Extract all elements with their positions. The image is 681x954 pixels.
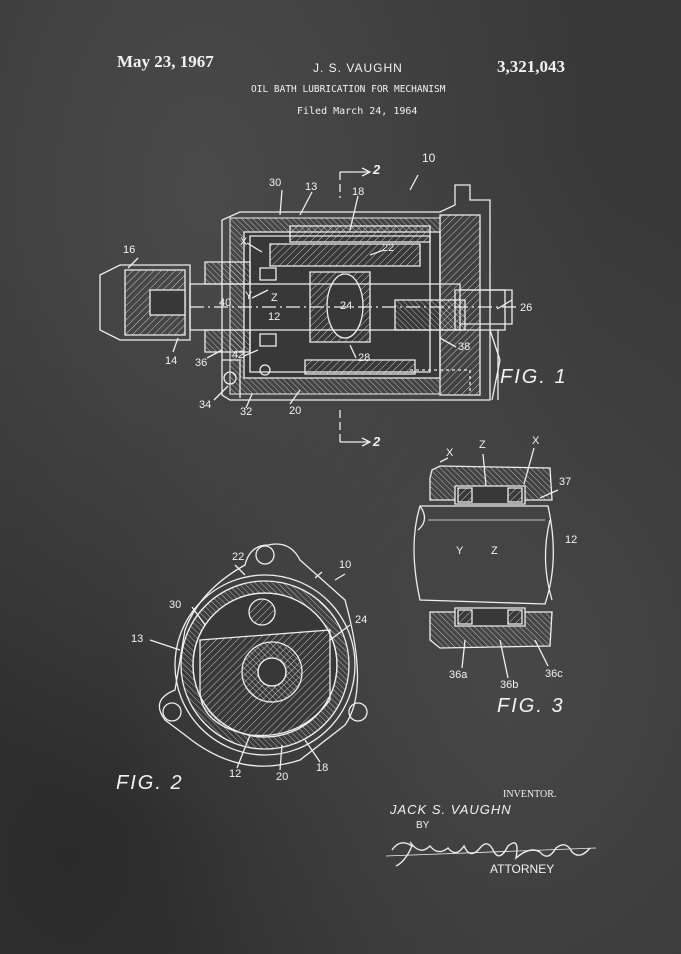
fig3-caption: FIG. 3 [497,695,565,717]
filed-date: Filed March 24, 1964 [297,106,418,117]
fig2-drawing [150,544,367,770]
fig1-ref-22: 22 [382,242,395,254]
fig1-ref-y: Y [245,290,253,302]
fig1-drawing [100,168,520,446]
fig2-ref-13: 13 [131,633,144,645]
fig1-ref-16: 16 [123,244,136,256]
fig1-ref-12: 12 [268,311,281,323]
fig1-ref-26: 26 [520,302,533,314]
by-label: BY [416,820,430,831]
fig2-ref-10: 10 [339,559,352,571]
fig1-caption: FIG. 1 [500,366,568,388]
fig1-ref-13: 13 [305,181,318,193]
fig1-ref-36: 36 [195,357,208,369]
patent-date: May 23, 1967 [117,52,214,71]
fig3-ref-12: 12 [565,534,578,546]
fig1-ref-28: 28 [358,352,371,364]
fig1-ref-30: 30 [269,177,282,189]
fig1-ref-24: 24 [340,300,353,312]
inventor-label: INVENTOR. [503,789,557,800]
fig2-ref-20: 20 [276,771,289,783]
fig3-ref-36c: 36c [545,668,563,680]
fig3-ref-37: 37 [559,476,572,488]
fig3-ref-z-top: Z [479,439,486,451]
fig2-ref-24: 24 [355,614,368,626]
fig3-ref-x-left: X [446,447,454,459]
inventor-name: JACK S. VAUGHN [390,802,512,817]
fig1-section-marker-top: 2 [373,162,381,177]
fig1-ref-10: 10 [422,151,436,165]
fig3-ref-36b: 36b [500,679,519,691]
fig1-ref-18: 18 [352,186,365,198]
inventor-header: J. S. VAUGHN [313,61,403,75]
fig2-ref-12: 12 [229,768,242,780]
fig2-ref-30: 30 [169,599,182,611]
fig3-drawing [414,448,558,678]
attorney-signature [386,842,596,866]
fig2-ref-18: 18 [316,762,329,774]
fig1-ref-14: 14 [165,355,178,367]
fig1-ref-34: 34 [199,399,212,411]
fig2-caption: FIG. 2 [116,772,184,794]
fig2-ref-22: 22 [232,551,245,563]
fig1-ref-z: Z [271,292,278,304]
attorney-label: ATTORNEY [490,862,555,876]
fig1-ref-20: 20 [289,405,302,417]
fig3-ref-36a: 36a [449,669,468,681]
fig1-ref-32: 32 [240,406,253,418]
fig1-section-marker-bottom: 2 [373,434,381,449]
fig3-ref-x-right: X [532,435,540,447]
fig3-ref-z: Z [491,545,498,557]
patent-title: OIL BATH LUBRICATION FOR MECHANISM [251,84,446,95]
fig3-ref-y: Y [456,545,464,557]
fig1-ref-42: 42 [232,349,245,361]
fig1-ref-x: X [240,236,248,248]
fig1-ref-40: 40 [219,297,232,309]
patent-number: 3,321,043 [497,57,565,76]
fig1-ref-38: 38 [458,341,471,353]
